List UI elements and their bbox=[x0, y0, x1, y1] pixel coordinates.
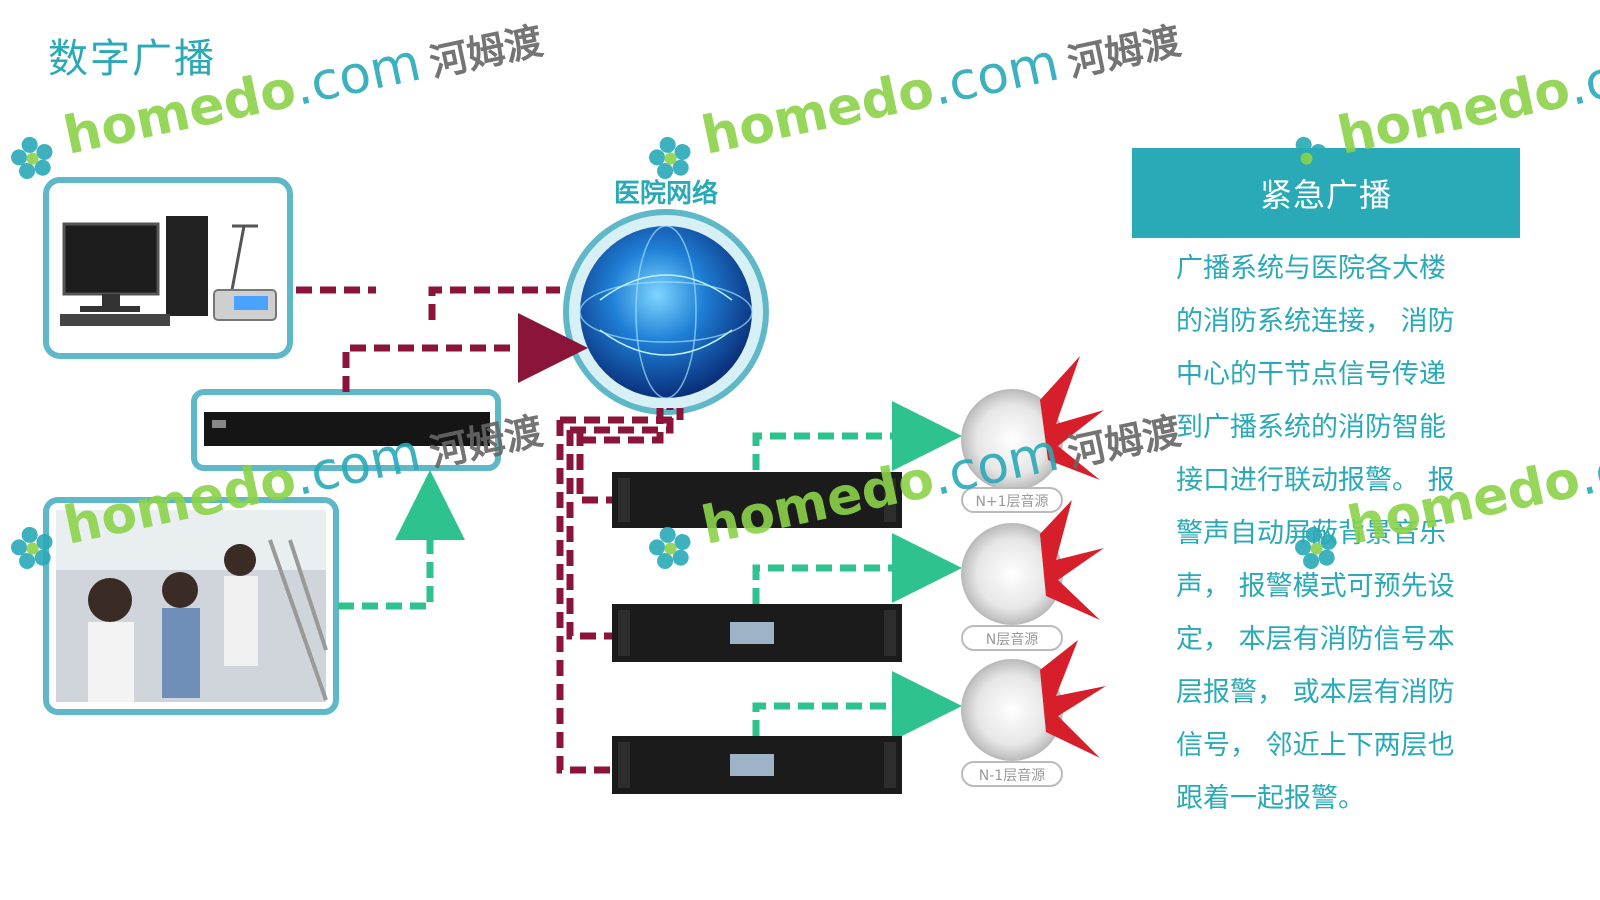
green-dashed-links bbox=[338, 401, 962, 741]
network-label: 医院网络 bbox=[614, 178, 718, 209]
emergency-broadcast-panel: 紧急广播 广播系统与医院各大楼 的消防系统连接， 消防 中心的干节点信号传递 到… bbox=[1132, 148, 1520, 825]
speaker-middle-label: N层音源 bbox=[986, 631, 1038, 648]
monitor-icon bbox=[62, 222, 160, 296]
panel-line: 中心的干节点信号传递 bbox=[1176, 359, 1446, 390]
page-title: 数字广播 bbox=[48, 36, 216, 82]
panel-heading: 紧急广播 bbox=[1132, 148, 1520, 238]
hospital-network-globe bbox=[563, 209, 769, 415]
speaker-upper: N+1层音源 bbox=[961, 356, 1104, 513]
amplifier-1 bbox=[612, 472, 902, 528]
panel-line: 定， 本层有消防信号本 bbox=[1176, 624, 1455, 655]
amplifier-3 bbox=[612, 736, 902, 794]
pc-tower-icon bbox=[166, 216, 208, 316]
panel-line: 声， 报警模式可预先设 bbox=[1176, 571, 1455, 602]
speaker-lower-label: N-1层音源 bbox=[979, 767, 1045, 784]
microphone-icon bbox=[230, 224, 258, 291]
speaker-upper-label: N+1层音源 bbox=[975, 493, 1048, 510]
keyboard-icon bbox=[60, 314, 170, 326]
panel-line: 的消防系统连接， 消防 bbox=[1176, 306, 1455, 337]
host-device-node bbox=[191, 389, 501, 471]
panel-body: 广播系统与医院各大楼 的消防系统连接， 消防 中心的干节点信号传递 到广播系统的… bbox=[1132, 238, 1520, 825]
red-dashed-links bbox=[296, 286, 684, 774]
speaker-middle: N层音源 bbox=[961, 500, 1104, 651]
amplifier-2 bbox=[612, 604, 902, 662]
panel-line: 信号， 邻近上下两层也 bbox=[1176, 730, 1455, 761]
panel-line: 跟着一起报警。 bbox=[1176, 783, 1365, 814]
workstation-node bbox=[43, 177, 293, 359]
panel-line: 警声自动屏蔽背景音乐 bbox=[1176, 518, 1446, 549]
panel-line: 广播系统与医院各大楼 bbox=[1176, 253, 1446, 284]
panel-line: 层报警， 或本层有消防 bbox=[1176, 677, 1455, 708]
speaker-lower: N-1层音源 bbox=[961, 640, 1106, 787]
evacuation-photo-node bbox=[43, 497, 339, 715]
panel-line: 接口进行联动报警。 报 bbox=[1176, 465, 1455, 496]
panel-line: 到广播系统的消防智能 bbox=[1176, 412, 1446, 443]
broadcast-diagram: 医院网络 N+1层音源 bbox=[43, 177, 1106, 794]
